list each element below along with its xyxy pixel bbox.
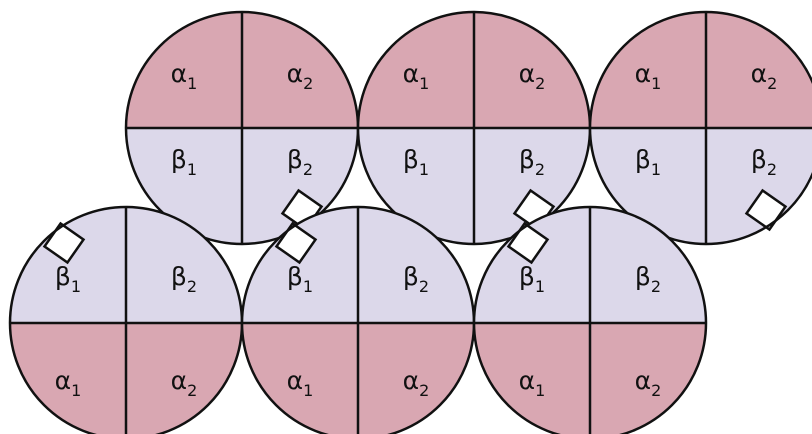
alpha1-label: α1 <box>171 59 198 93</box>
hemoglobin-molecule: β1 β2 α1 α2 <box>8 205 244 434</box>
beta1-label: β1 <box>287 262 313 296</box>
alpha1-label: α1 <box>287 366 314 400</box>
alpha2-label: α2 <box>635 366 662 400</box>
alpha1-label: α1 <box>635 59 662 93</box>
hemoglobin-molecule: α1 α2 β1 β2 <box>356 10 592 246</box>
beta2-label: β2 <box>287 145 313 179</box>
alpha2-label: α2 <box>751 59 778 93</box>
beta1-label: β1 <box>403 145 429 179</box>
hemoglobin-molecule: β1 β2 α1 α2 <box>472 205 708 434</box>
alpha2-label: α2 <box>403 366 430 400</box>
beta1-label: β1 <box>55 262 81 296</box>
hemoglobin-molecule: α1 α2 β1 β2 <box>124 10 360 246</box>
alpha1-label: α1 <box>403 59 430 93</box>
alpha2-label: α2 <box>519 59 546 93</box>
beta2-label: β2 <box>403 262 429 296</box>
alpha1-label: α1 <box>55 366 82 400</box>
alpha1-label: α1 <box>519 366 546 400</box>
beta2-label: β2 <box>171 262 197 296</box>
beta2-label: β2 <box>751 145 777 179</box>
hemoglobin-molecule: β1 β2 α1 α2 <box>240 205 476 434</box>
hemoglobin-molecule: α1 α2 β1 β2 <box>588 10 812 246</box>
beta2-label: β2 <box>519 145 545 179</box>
beta2-label: β2 <box>635 262 661 296</box>
beta1-label: β1 <box>171 145 197 179</box>
beta1-label: β1 <box>635 145 661 179</box>
beta1-label: β1 <box>519 262 545 296</box>
alpha2-label: α2 <box>171 366 198 400</box>
alpha2-label: α2 <box>287 59 314 93</box>
